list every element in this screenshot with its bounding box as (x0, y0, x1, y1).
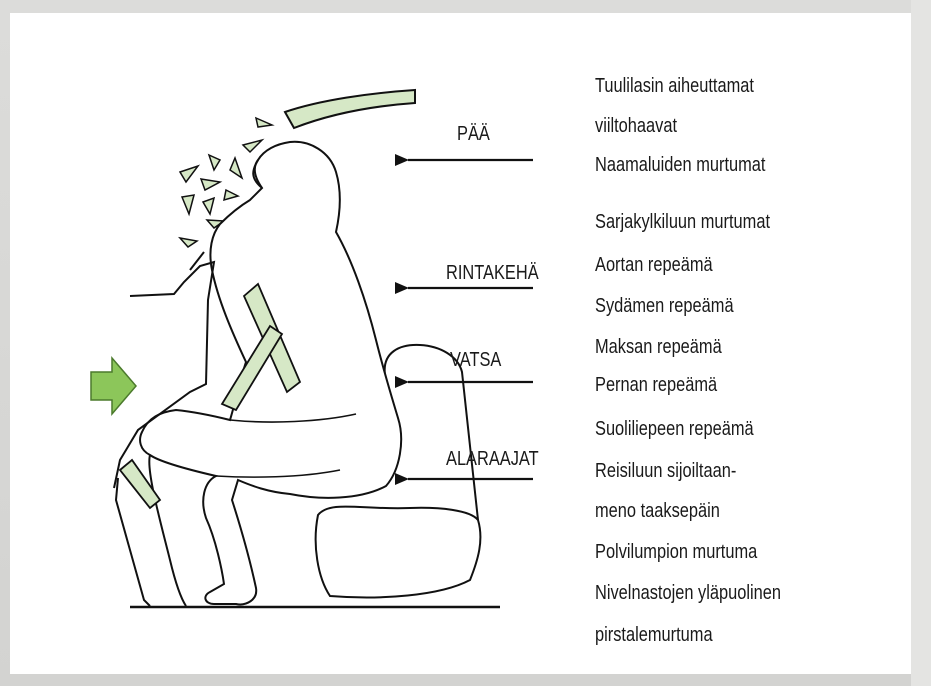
region-label-chest: RINTAKEHÄ (446, 262, 539, 285)
injury-line: Reisiluun sijoiltaan- (595, 460, 736, 483)
region-label-head: PÄÄ (457, 123, 490, 146)
knee-bolster (120, 460, 160, 508)
injury-line: Suoliliepeen repeämä (595, 418, 754, 441)
region-label-abdomen: VATSA (450, 349, 501, 372)
injury-line: Nivelnastojen yläpuolinen (595, 582, 781, 605)
occupant-leg (149, 455, 186, 606)
injury-line: Naamaluiden murtumat (595, 154, 765, 177)
injury-line: viiltohaavat (595, 115, 677, 138)
injury-line: Aortan repeämä (595, 254, 713, 277)
injury-line: Polvilumpion murtuma (595, 541, 757, 564)
windshield (285, 90, 415, 128)
injury-line: Pernan repeämä (595, 374, 717, 397)
injury-line: Tuulilasin aiheuttamat (595, 75, 754, 98)
injury-line: meno taaksepäin (595, 500, 720, 523)
injury-line: Maksan repeämä (595, 336, 722, 359)
injury-line: Sydämen repeämä (595, 295, 734, 318)
injury-line: Sarjakylkiluun murtumat (595, 211, 770, 234)
impact-arrow (91, 358, 136, 414)
region-label-legs: ALARAAJAT (446, 448, 539, 471)
seat-cushion (316, 507, 481, 598)
injury-line: pirstalemurtuma (595, 624, 713, 647)
